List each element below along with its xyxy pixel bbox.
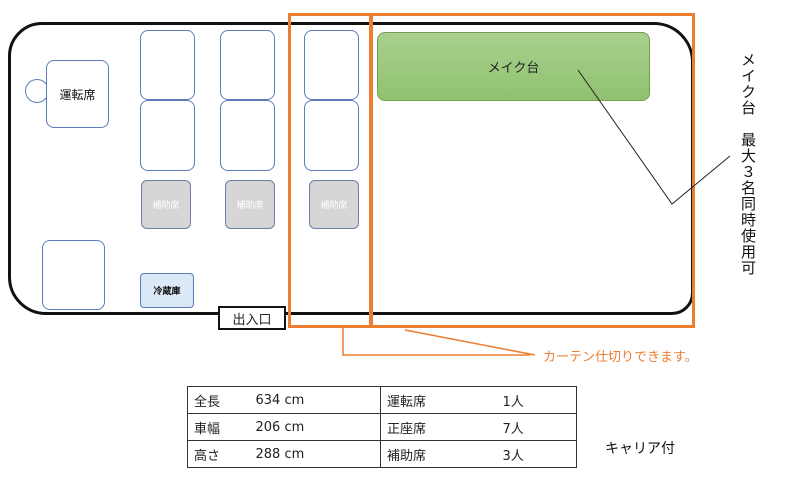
table-row: 車幅 206 cm 正座席 7人 xyxy=(187,413,577,441)
aux-seat-label: 補助席 xyxy=(152,201,180,211)
curtain-bracket xyxy=(342,328,530,356)
steering-wheel-icon xyxy=(25,79,49,103)
rear-left-seat xyxy=(42,240,105,310)
aux-seat-3: 補助席 xyxy=(309,180,359,229)
entrance: 出入口 xyxy=(218,306,286,330)
seat-type-label: 運転席 xyxy=(380,386,497,414)
spec-value: 206 cm xyxy=(249,413,381,441)
spec-value: 634 cm xyxy=(249,386,381,414)
curtain-zone-makeup xyxy=(369,13,695,328)
curtain-bracket-top xyxy=(404,329,536,356)
makeup-capacity-note: メイク台 最大３名同時使用可 xyxy=(739,52,757,276)
seat-type-label: 補助席 xyxy=(380,440,497,468)
driver-seat-label: 運転席 xyxy=(59,87,96,102)
aux-seat-1: 補助席 xyxy=(141,180,191,229)
seat-col1-middle xyxy=(140,100,195,171)
entrance-label: 出入口 xyxy=(232,312,272,328)
aux-seat-label: 補助席 xyxy=(236,201,264,211)
seat-col3-top xyxy=(304,30,359,100)
spec-value: 288 cm xyxy=(249,440,381,468)
spec-label: 全長 xyxy=(187,386,250,414)
seat-type-label: 正座席 xyxy=(380,413,497,441)
spec-label: 車幅 xyxy=(187,413,250,441)
specs-table: 全長 634 cm 運転席 1人 車幅 206 cm 正座席 7人 高さ 288… xyxy=(187,386,577,468)
aux-seat-label: 補助席 xyxy=(320,201,348,211)
seat-col2-top xyxy=(220,30,275,100)
seat-count-value: 3人 xyxy=(496,440,577,468)
carrier-note: キャリア付 xyxy=(605,441,675,457)
driver-seat: 運転席 xyxy=(46,60,109,128)
seat-col1-top xyxy=(140,30,195,100)
makeup-table: メイク台 xyxy=(377,32,650,101)
seat-col2-middle xyxy=(220,100,275,171)
aux-seat-2: 補助席 xyxy=(225,180,275,229)
makeup-table-label: メイク台 xyxy=(487,61,540,76)
seat-count-value: 7人 xyxy=(496,413,577,441)
makeup-note-leader xyxy=(577,69,731,205)
fridge-label: 冷蔵庫 xyxy=(153,287,181,297)
seat-count-value: 1人 xyxy=(496,386,577,414)
spec-label: 高さ xyxy=(187,440,250,468)
seat-col3-middle xyxy=(304,100,359,171)
fridge: 冷蔵庫 xyxy=(140,273,194,308)
table-row: 高さ 288 cm 補助席 3人 xyxy=(187,440,577,468)
table-row: 全長 634 cm 運転席 1人 xyxy=(187,386,577,414)
curtain-note: カーテン仕切りできます。 xyxy=(543,350,698,365)
